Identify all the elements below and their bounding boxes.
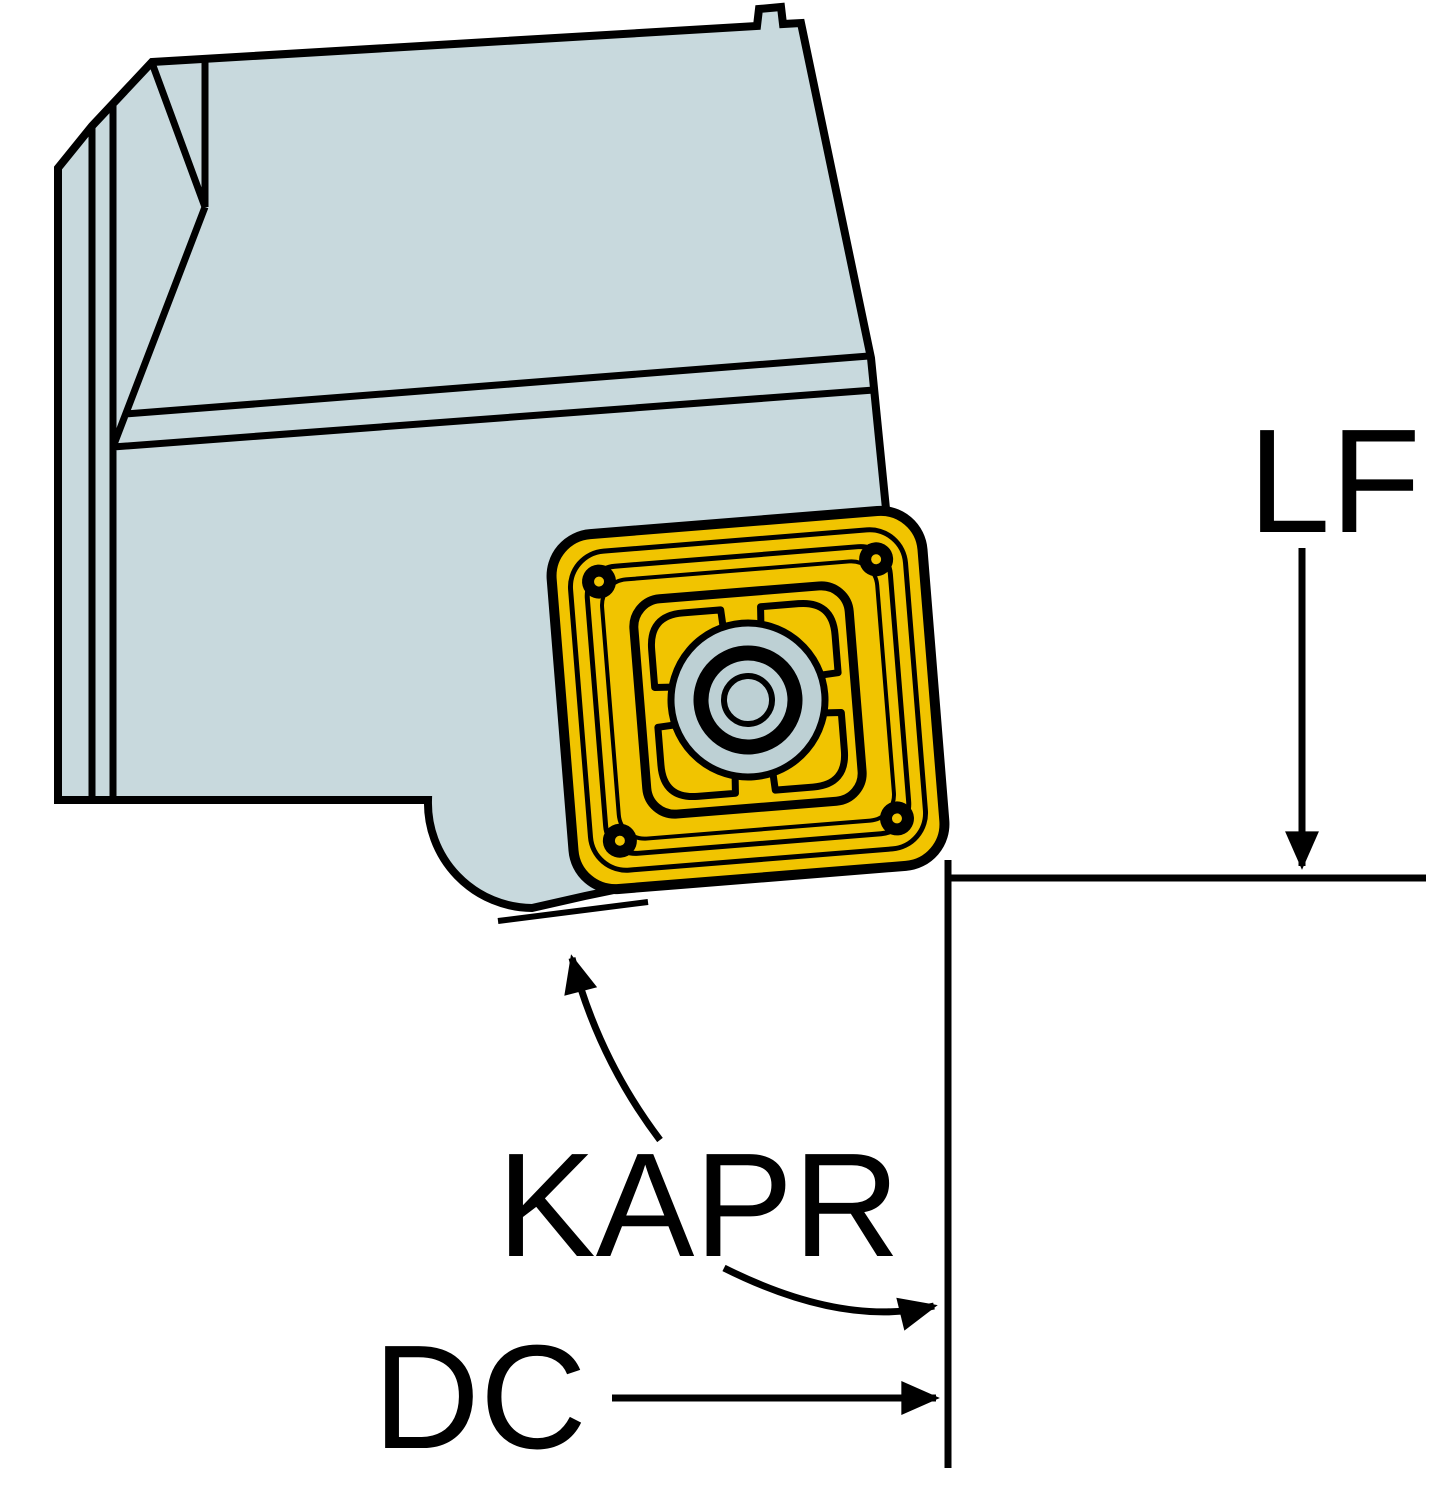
kapr-dimension: KAPR xyxy=(497,954,938,1331)
kapr-label: KAPR xyxy=(497,1123,900,1288)
tool-body-edge-lines xyxy=(88,60,875,800)
insert-corner-dot-center xyxy=(594,576,605,587)
insert-corner-dot-center xyxy=(614,835,625,846)
insert xyxy=(546,505,950,895)
insert-inset-line-3 xyxy=(600,559,896,841)
lf-dimension: LF xyxy=(1248,399,1421,870)
insert-screw-center xyxy=(721,673,775,727)
dc-dimension: DC xyxy=(373,1315,940,1480)
insert-inset-line-1 xyxy=(567,527,929,873)
dc-label: DC xyxy=(373,1315,587,1480)
insert-corner-dot-center xyxy=(891,813,902,824)
kapr-reference-line xyxy=(497,899,649,924)
kapr-arrow-lower xyxy=(722,1264,938,1331)
insert-corner-dot-center xyxy=(871,554,882,565)
insert-screw-ring xyxy=(693,645,803,755)
kapr-arrow-upper xyxy=(564,954,663,1143)
lf-label: LF xyxy=(1248,399,1421,564)
insert-chipbreaker-square xyxy=(629,581,867,819)
insert-inset-line-2 xyxy=(584,544,912,856)
